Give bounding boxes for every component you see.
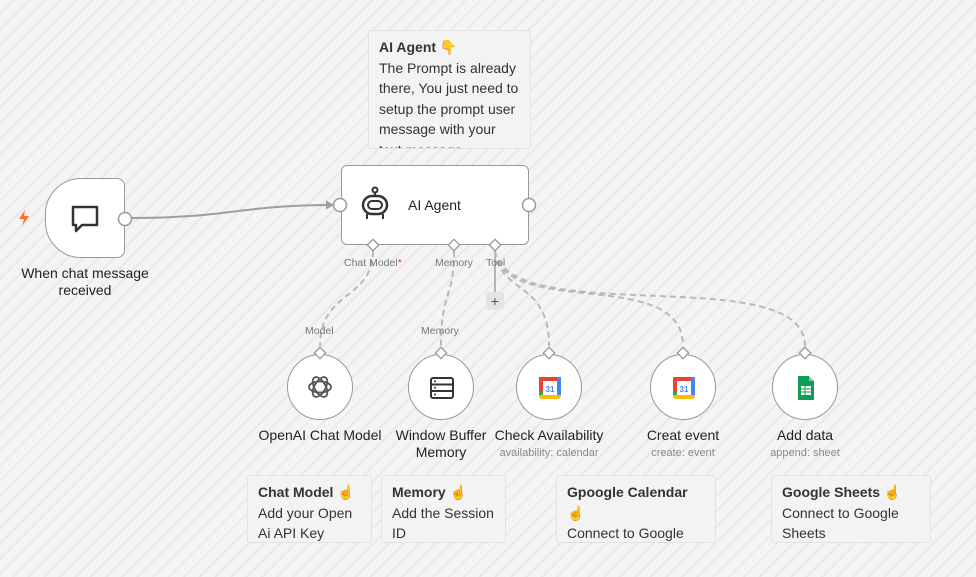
memory-port[interactable] (447, 238, 461, 252)
google-sheets-icon (798, 376, 814, 400)
note-title: Google Sheets ☝️ (782, 484, 902, 500)
tool-port[interactable] (488, 238, 502, 252)
ai-agent-node[interactable]: AI Agent (341, 165, 529, 245)
model-input-label: Model (305, 325, 334, 337)
svg-text:31: 31 (546, 385, 555, 394)
check-availability-label: Check Availability (494, 427, 604, 443)
create-event-port[interactable] (676, 346, 690, 360)
note-memory[interactable]: Memory ☝️ Add the Session ID (381, 475, 506, 543)
note-body: Connect to Google Sheets (782, 504, 899, 542)
note-body: Add the Session ID (392, 504, 494, 542)
create-event-label: Creat event (646, 427, 720, 443)
check-availability-node[interactable]: 31 (516, 354, 582, 420)
database-icon (430, 377, 454, 399)
check-availability-subtitle: availability: calendar (499, 447, 599, 459)
note-body: The Prompt is already there, You just ne… (379, 59, 519, 149)
note-title: Memory ☝️ (392, 484, 468, 500)
openai-icon (308, 376, 332, 398)
trigger-output-port[interactable] (117, 211, 133, 227)
memory-port-label: Memory (435, 257, 473, 269)
add-data-subtitle: append: sheet (770, 447, 840, 459)
chat-bubble-icon (71, 205, 99, 233)
memory-node-port[interactable] (434, 346, 448, 360)
note-google-calendar[interactable]: Gpoogle Calendar ☝️ Connect to Google Ca… (556, 475, 716, 543)
add-data-label: Add data (776, 427, 834, 443)
chat-model-port-label: Chat Model* (344, 257, 402, 269)
agent-output-port[interactable] (521, 197, 537, 213)
chat-trigger-node[interactable] (45, 178, 125, 258)
create-event-node[interactable]: 31 (650, 354, 716, 420)
memory-edge (440, 250, 455, 347)
chat-model-port[interactable] (366, 238, 380, 252)
note-body: Add your Open Ai API Key (258, 504, 353, 542)
tool-edge-3 (494, 250, 806, 347)
chat-model-edge (319, 250, 374, 347)
note-ai-agent[interactable]: AI Agent 👇 The Prompt is already there, … (368, 30, 531, 149)
edge-arrow (326, 200, 334, 210)
agent-input-port[interactable] (332, 197, 348, 213)
openai-chat-model-node[interactable] (287, 354, 353, 420)
trigger-label: When chat message received (21, 265, 149, 298)
note-google-sheets[interactable]: Google Sheets ☝️ Connect to Google Sheet… (771, 475, 931, 543)
lightning-icon (19, 210, 29, 226)
tool-edge-2 (494, 250, 684, 347)
svg-text:31: 31 (680, 385, 689, 394)
openai-port[interactable] (313, 346, 327, 360)
check-availability-port[interactable] (542, 346, 556, 360)
note-title: Gpoogle Calendar ☝️ (567, 484, 688, 521)
add-data-node[interactable] (772, 354, 838, 420)
note-title: Chat Model ☝️ (258, 484, 355, 500)
tool-port-label: Tool (486, 257, 506, 269)
window-buffer-memory-node[interactable] (408, 354, 474, 420)
google-calendar-icon: 31 (539, 377, 561, 399)
memory-input-label: Memory (421, 325, 459, 337)
note-chat-model[interactable]: Chat Model ☝️ Add your Open Ai API Key (247, 475, 372, 543)
agent-label: AI Agent (408, 197, 461, 213)
google-calendar-icon: 31 (673, 377, 695, 399)
add-data-port[interactable] (798, 346, 812, 360)
note-title: AI Agent 👇 (379, 39, 458, 55)
memory-node-label: Window Buffer Memory (395, 427, 487, 460)
openai-label: OpenAI Chat Model (258, 427, 382, 443)
note-body: Connect to Google Calendar (567, 525, 684, 541)
add-tool-button[interactable]: + (486, 292, 504, 310)
trigger-to-agent-edge (130, 204, 334, 219)
robot-icon (361, 186, 389, 219)
create-event-subtitle: create: event (651, 447, 715, 459)
